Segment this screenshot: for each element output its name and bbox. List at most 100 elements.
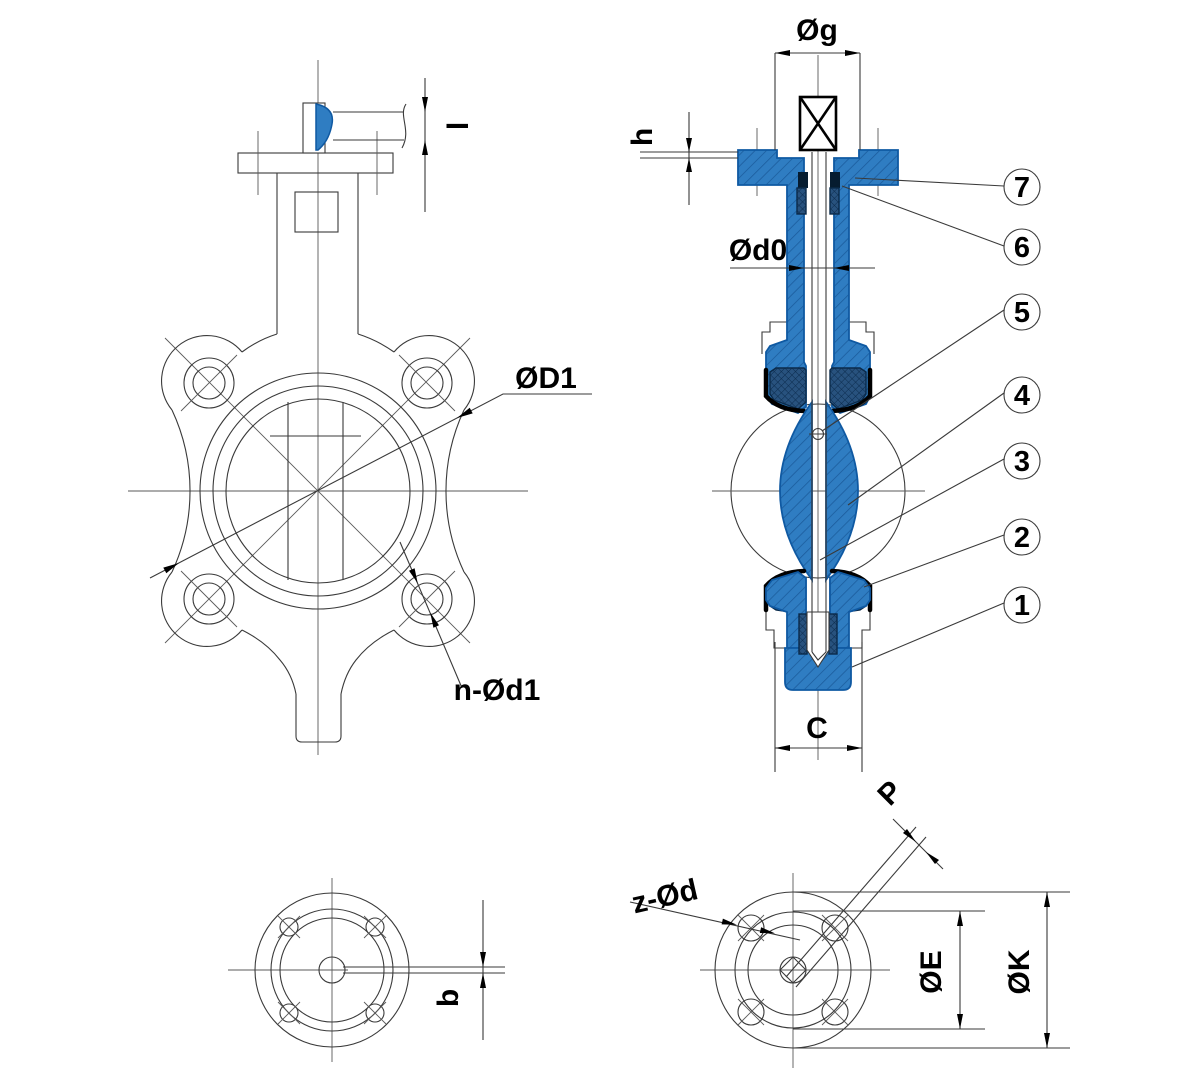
callout-7: 7	[1003, 168, 1041, 206]
plate-concave-arc	[171, 409, 191, 573]
callout-4: 4	[1003, 376, 1041, 414]
callout-2: 2	[1003, 518, 1041, 556]
lug-bottom-left	[180, 570, 238, 628]
dim-arrow	[163, 563, 179, 574]
svg-text:3: 3	[1014, 446, 1030, 478]
lug-arc	[393, 335, 475, 411]
dimension-K: ØK	[793, 891, 1070, 1049]
dim-arrow	[422, 140, 428, 155]
dim-label-n-d1: n-Ød1	[454, 674, 541, 707]
lug-arc	[393, 571, 475, 647]
dim-arrow	[430, 612, 439, 628]
dim-label-d0: Ød0	[729, 234, 787, 267]
callout-1: 1	[1003, 586, 1041, 624]
stem-tip	[811, 651, 827, 661]
body-mid-circle	[212, 385, 424, 597]
lower-bushing-right	[828, 613, 838, 655]
lug-top-right	[398, 354, 456, 412]
front-view: l ØD1 n-Ød1	[128, 60, 592, 755]
plate-outline	[340, 629, 395, 695]
leader-4	[847, 392, 1005, 506]
dimension-E: ØE	[793, 910, 985, 1030]
leader-2	[863, 534, 1005, 588]
square-boss	[294, 191, 339, 233]
upper-bushing-right	[829, 187, 840, 215]
seat-upper-right	[829, 367, 867, 410]
gland-step	[851, 604, 871, 649]
dim-label-K: ØK	[1003, 949, 1036, 994]
callout-5: 5	[1003, 293, 1041, 331]
body-outer-circle	[199, 372, 437, 610]
svg-text:1: 1	[1014, 590, 1030, 622]
callout-6: 6	[1003, 228, 1041, 266]
upper-bushing-left	[796, 187, 807, 215]
pin-marker	[809, 427, 827, 441]
plate-outline	[241, 333, 278, 353]
leader-7	[854, 177, 1005, 187]
dimension-C: C	[774, 642, 863, 772]
dim-label-C: C	[806, 712, 828, 745]
plate-concave-arc	[445, 409, 465, 573]
seal-upper-left	[763, 367, 807, 414]
leader-3	[819, 458, 1005, 561]
break-line	[401, 103, 407, 149]
lug-arc	[161, 571, 243, 647]
dimension-h: h	[626, 112, 738, 205]
dim-label-P: P	[872, 775, 909, 812]
section-view: Øg h Ød0 C 7 6 5	[626, 14, 1041, 772]
disc-left-half	[779, 399, 813, 583]
dimension-g: Øg	[774, 14, 861, 150]
lower-bushing-left	[798, 613, 808, 655]
square-stem-hole	[779, 956, 807, 984]
packing-ring-right	[830, 172, 840, 188]
dim-label-z-d: z-Ød	[629, 873, 701, 920]
disc-right-half	[825, 399, 859, 583]
top-flange-side	[237, 152, 394, 174]
svg-text:5: 5	[1014, 297, 1030, 329]
leader-5	[821, 309, 1005, 432]
svg-text:2: 2	[1014, 522, 1030, 554]
bolt-holes	[737, 914, 849, 1026]
callout-3: 3	[1003, 442, 1041, 480]
svg-text:7: 7	[1014, 172, 1030, 204]
flange-view-left: b	[228, 878, 505, 1062]
square-stem-end-symbol	[798, 95, 838, 152]
plate-outline	[357, 333, 395, 353]
svg-text:4: 4	[1014, 380, 1030, 412]
lug-bottom-right	[398, 570, 456, 628]
dimension-z-d: z-Ød	[629, 873, 801, 941]
dim-arrow	[457, 407, 473, 418]
seal-lower-right	[829, 568, 873, 613]
dim-label-l: l	[442, 122, 475, 130]
dim-arrow	[409, 568, 418, 584]
lug-arc	[161, 335, 243, 411]
bottom-foot	[295, 694, 342, 743]
dimension-b: b	[432, 900, 486, 1040]
seat-upper-left	[769, 367, 807, 410]
bore-circle	[225, 398, 411, 584]
svg-text:6: 6	[1014, 232, 1030, 264]
dimension-d0: Ød0	[729, 234, 875, 271]
seal-lower-left	[763, 568, 807, 613]
dim-label-D1: ØD1	[515, 362, 577, 395]
dim-label-b: b	[432, 989, 465, 1007]
packing-ring-left	[798, 172, 808, 188]
leader-6	[841, 185, 1005, 247]
flange-view-right: z-Ød P ØE ØK	[629, 775, 1070, 1068]
dim-label-h: h	[626, 128, 659, 146]
lug-top-left	[180, 354, 238, 412]
bottom-cap	[784, 647, 852, 691]
gland-step	[765, 604, 785, 649]
plate-outline	[241, 629, 297, 695]
gland-step	[849, 321, 875, 354]
dim-label-E: ØE	[915, 950, 948, 993]
dim-arrow	[422, 97, 428, 112]
gland-step	[761, 321, 787, 354]
seal-upper-right	[829, 367, 873, 414]
bolt-holes	[277, 915, 387, 1025]
disc-edge-top	[315, 103, 334, 151]
dim-label-g: Øg	[796, 14, 838, 47]
leader-1	[851, 602, 1005, 668]
